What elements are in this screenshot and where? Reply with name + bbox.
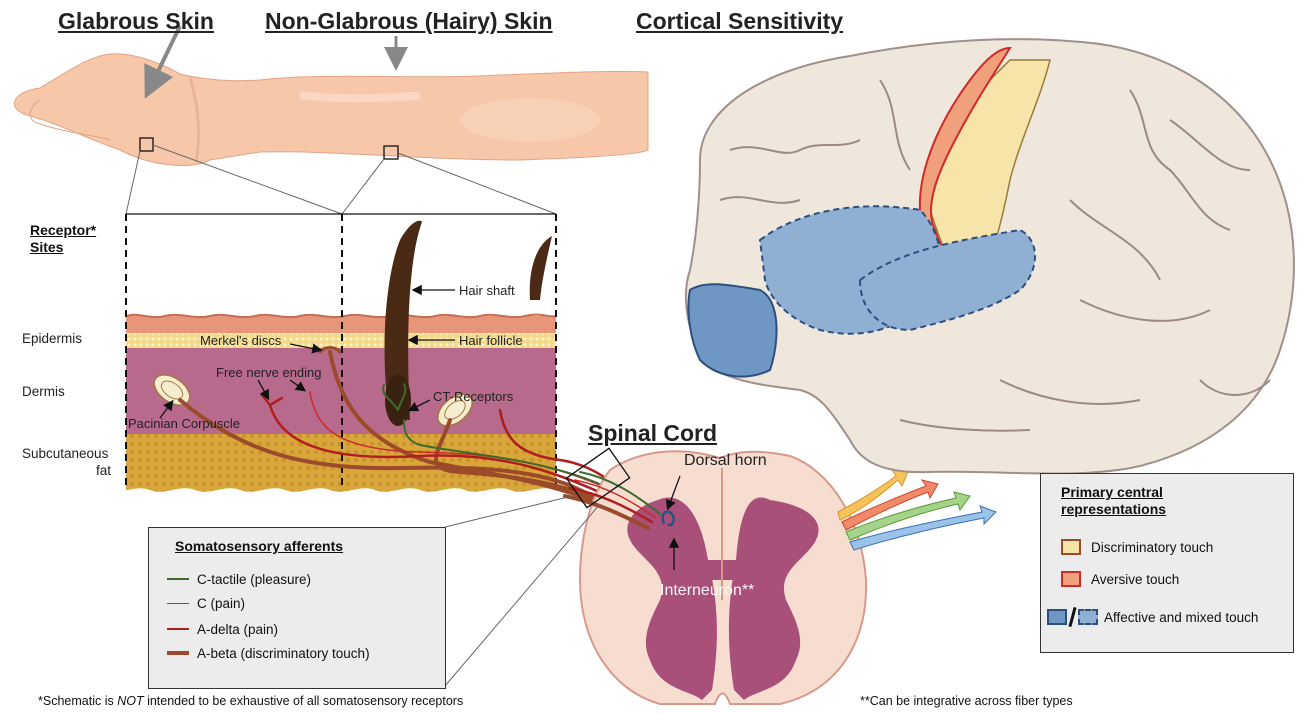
central-legend: Primary central representations Discrimi… [1040, 473, 1294, 653]
legend-label: Discriminatory touch [1091, 540, 1213, 555]
central-legend-title-1: Primary central [1061, 484, 1163, 500]
c-tactile-line-swatch [167, 578, 189, 580]
footnote-left-post: intended to be exhaustive of all somatos… [144, 694, 464, 708]
footnote-left: *Schematic is NOT intended to be exhaust… [38, 694, 463, 708]
arm-illustration [14, 54, 648, 166]
footnote-right: **Can be integrative across fiber types [860, 694, 1073, 708]
ascending-pathway-arrows [838, 470, 996, 550]
legend-label: A-beta (discriminatory touch) [197, 646, 370, 661]
heading-glabrous-skin: Glabrous Skin [58, 8, 214, 35]
label-hair-follicle: Hair follicle [459, 333, 523, 348]
label-interneuron: Interneuron** [660, 582, 754, 600]
layer-subcutaneous: Subcutaneous [22, 446, 108, 461]
layer-epidermis: Epidermis [22, 331, 82, 346]
afferents-legend: Somatosensory afferents C-tactile (pleas… [148, 527, 446, 689]
legend-item-a-beta: A-beta (discriminatory touch) [167, 644, 370, 662]
label-ct-receptors: CT-Receptors [433, 389, 513, 404]
afferents-legend-title: Somatosensory afferents [175, 538, 343, 554]
c-pain-line-swatch [167, 603, 189, 604]
footnote-left-emphasis: NOT [117, 694, 143, 708]
a-beta-line-swatch [167, 651, 189, 655]
layer-dermis: Dermis [22, 384, 65, 399]
legend-item-c-tactile: C-tactile (pleasure) [167, 570, 311, 588]
footnote-left-pre: *Schematic is [38, 694, 117, 708]
affective-dashed-swatch [1078, 609, 1098, 625]
label-pacinian-corpuscle: Pacinian Corpuscle [128, 416, 240, 431]
heading-cortical-sensitivity: Cortical Sensitivity [636, 8, 843, 35]
discriminatory-swatch [1061, 539, 1081, 555]
a-delta-line-swatch [167, 628, 189, 630]
legend-label: C (pain) [197, 596, 245, 611]
legend-label: Affective and mixed touch [1104, 610, 1258, 625]
legend-item-aversive: Aversive touch [1061, 570, 1179, 588]
legend-label: Aversive touch [1091, 572, 1179, 587]
receptor-sites-line2: Sites [30, 239, 63, 255]
central-legend-title-2: representations [1061, 501, 1166, 517]
layer-fat: fat [96, 463, 111, 478]
label-hair-shaft: Hair shaft [459, 283, 515, 298]
receptor-sites-line1: Receptor* [30, 222, 96, 238]
legend-item-c-pain: C (pain) [167, 594, 245, 612]
brain-illustration [686, 39, 1294, 473]
aversive-swatch [1061, 571, 1081, 587]
legend-zoom-lines [445, 496, 600, 686]
heading-spinal-cord: Spinal Cord [588, 420, 717, 447]
heading-hairy-skin: Non-Glabrous (Hairy) Skin [265, 8, 553, 35]
legend-item-discriminatory: Discriminatory touch [1061, 538, 1213, 556]
label-free-nerve-ending: Free nerve ending [216, 365, 322, 380]
swatch-separator [1068, 607, 1076, 627]
legend-item-affective: Affective and mixed touch [1047, 608, 1258, 626]
legend-label: A-delta (pain) [197, 622, 278, 637]
legend-item-a-delta: A-delta (pain) [167, 620, 278, 638]
label-merkels-discs: Merkel's discs [200, 333, 281, 348]
affective-solid-swatch [1047, 609, 1067, 625]
legend-label: C-tactile (pleasure) [197, 572, 311, 587]
label-dorsal-horn: Dorsal horn [684, 452, 767, 470]
